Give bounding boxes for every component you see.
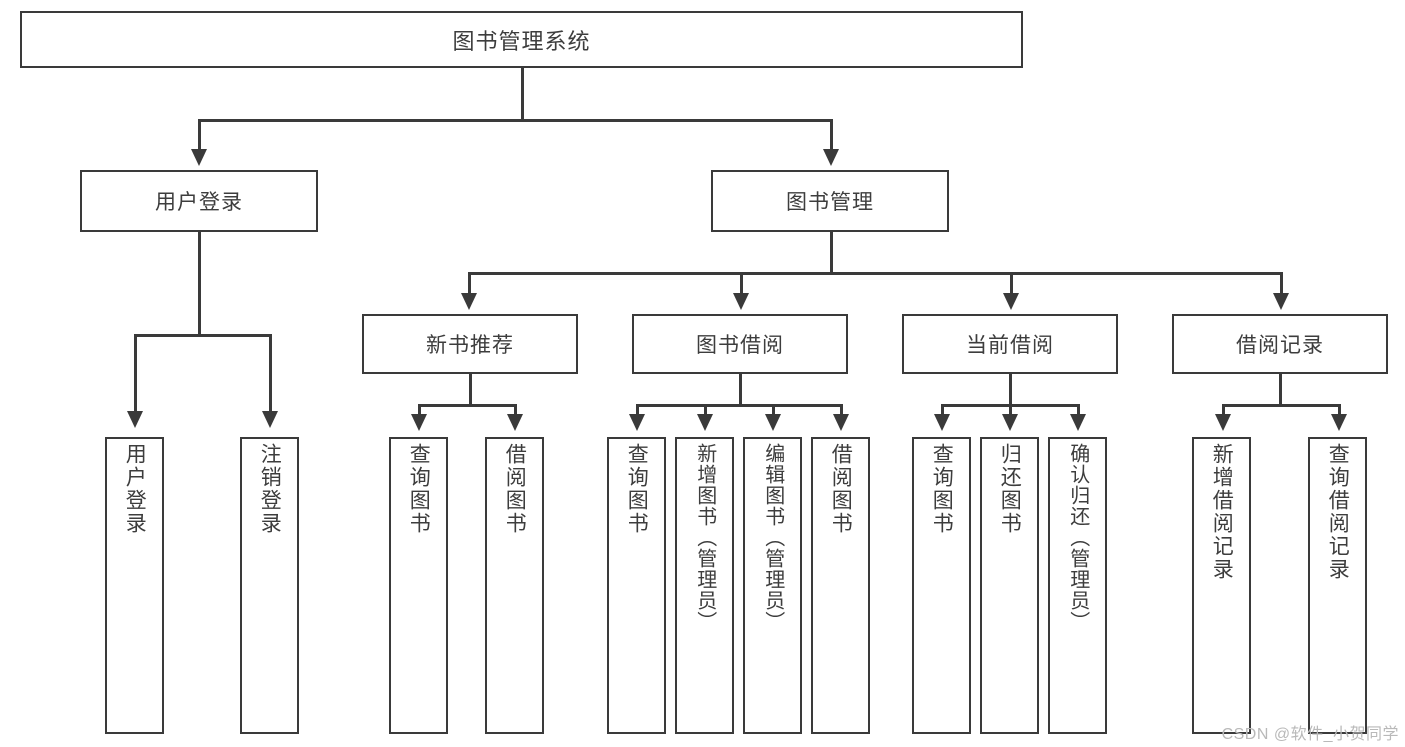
- leaf-current-borrow-query-book[interactable]: 查询图书: [912, 437, 971, 734]
- leaf-new-book-recommend-borrow-book[interactable]: 借阅图书: [485, 437, 544, 734]
- arrowhead-bm-to-borrow-record: [1273, 293, 1289, 310]
- leaf-label: 确认归还（管理员）: [1066, 443, 1089, 632]
- connector-br-stem: [1279, 374, 1282, 406]
- connector-bb-branch-4: [840, 404, 843, 416]
- node-current-borrow[interactable]: 当前借阅: [902, 314, 1118, 374]
- connector-bm-branch-1: [468, 272, 471, 295]
- connector-book-management-bus: [468, 272, 1280, 275]
- leaf-label: 借阅图书: [829, 443, 853, 535]
- connector-bb-branch-1: [636, 404, 639, 416]
- arrowhead-bm-to-new-book-recommend: [461, 293, 477, 310]
- connector-root-stem: [521, 68, 524, 121]
- watermark-text: CSDN @软件_小贺同学: [1221, 726, 1399, 743]
- arrowhead-bb-leaf-2: [697, 414, 713, 431]
- leaf-borrow-record-add-record[interactable]: 新增借阅记录: [1192, 437, 1251, 734]
- leaf-label: 用户登录: [123, 443, 147, 535]
- node-book-management[interactable]: 图书管理: [711, 170, 949, 232]
- arrowhead-bb-leaf-4: [833, 414, 849, 431]
- connector-root-to-user-login: [198, 119, 201, 151]
- connector-cb-branch-1: [941, 404, 944, 416]
- connector-bm-branch-2: [740, 272, 743, 295]
- leaf-user-login-user-login[interactable]: 用户登录: [105, 437, 164, 734]
- leaf-book-borrow-edit-book-admin[interactable]: 编辑图书（管理员）: [743, 437, 802, 734]
- connector-br-bus: [1222, 404, 1338, 407]
- leaf-book-borrow-borrow-book[interactable]: 借阅图书: [811, 437, 870, 734]
- leaf-label: 注销登录: [258, 443, 282, 535]
- arrowhead-cb-leaf-1: [934, 414, 950, 431]
- arrowhead-root-to-user-login: [191, 149, 207, 166]
- node-label: 图书借阅: [696, 334, 784, 357]
- connector-root-to-book-management: [830, 119, 833, 151]
- arrowhead-cb-leaf-2: [1002, 414, 1018, 431]
- leaf-current-borrow-return-book[interactable]: 归还图书: [980, 437, 1039, 734]
- leaf-user-login-logout[interactable]: 注销登录: [240, 437, 299, 734]
- node-root-book-management-system[interactable]: 图书管理系统: [20, 11, 1023, 68]
- connector-nbr-stem: [469, 374, 472, 406]
- leaf-label: 归还图书: [998, 443, 1022, 535]
- connector-bb-branch-3: [772, 404, 775, 416]
- connector-nbr-branch-1: [418, 404, 421, 416]
- connector-book-management-stem: [830, 232, 833, 274]
- arrowhead-nbr-leaf-1: [411, 414, 427, 431]
- leaf-label: 新增图书（管理员）: [693, 443, 716, 632]
- node-label: 图书管理: [786, 191, 874, 214]
- leaf-label: 查询借阅记录: [1326, 443, 1350, 581]
- connector-cb-stem: [1009, 374, 1012, 406]
- leaf-label: 编辑图书（管理员）: [761, 443, 784, 632]
- connector-bb-bus: [636, 404, 842, 407]
- connector-user-login-branch-1: [134, 334, 137, 413]
- node-borrow-record[interactable]: 借阅记录: [1172, 314, 1388, 374]
- arrowhead-user-login-leaf-1: [127, 411, 143, 428]
- leaf-label: 查询图书: [625, 443, 649, 535]
- node-user-login[interactable]: 用户登录: [80, 170, 318, 232]
- arrowhead-nbr-leaf-2: [507, 414, 523, 431]
- leaf-label: 查询图书: [930, 443, 954, 535]
- connector-bb-branch-2: [704, 404, 707, 416]
- arrowhead-user-login-leaf-2: [262, 411, 278, 428]
- node-book-borrow[interactable]: 图书借阅: [632, 314, 848, 374]
- arrowhead-br-leaf-1: [1215, 414, 1231, 431]
- arrowhead-root-to-book-management: [823, 149, 839, 166]
- connector-br-branch-1: [1222, 404, 1225, 416]
- connector-cb-branch-3: [1077, 404, 1080, 416]
- arrowhead-bm-to-current-borrow: [1003, 293, 1019, 310]
- node-label: 用户登录: [155, 191, 243, 214]
- connector-cb-branch-2: [1009, 404, 1012, 416]
- node-label: 新书推荐: [426, 334, 514, 357]
- connector-nbr-bus: [418, 404, 516, 407]
- node-label: 图书管理系统: [452, 28, 591, 54]
- arrowhead-cb-leaf-3: [1070, 414, 1086, 431]
- connector-bb-stem: [739, 374, 742, 406]
- arrowhead-br-leaf-2: [1331, 414, 1347, 431]
- node-new-book-recommend[interactable]: 新书推荐: [362, 314, 578, 374]
- leaf-label: 查询图书: [407, 443, 431, 535]
- leaf-book-borrow-add-book-admin[interactable]: 新增图书（管理员）: [675, 437, 734, 734]
- leaf-label: 借阅图书: [503, 443, 527, 535]
- connector-br-branch-2: [1338, 404, 1341, 416]
- node-label: 当前借阅: [966, 334, 1054, 357]
- connector-user-login-branch-2: [269, 334, 272, 413]
- leaf-current-borrow-confirm-return-admin[interactable]: 确认归还（管理员）: [1048, 437, 1107, 734]
- connector-user-login-stem: [198, 232, 201, 336]
- arrowhead-bm-to-book-borrow: [733, 293, 749, 310]
- connector-user-login-bus: [134, 334, 271, 337]
- connector-bm-branch-3: [1010, 272, 1013, 295]
- leaf-new-book-recommend-query-book[interactable]: 查询图书: [389, 437, 448, 734]
- arrowhead-bb-leaf-3: [765, 414, 781, 431]
- leaf-borrow-record-query-record[interactable]: 查询借阅记录: [1308, 437, 1367, 734]
- connector-bm-branch-4: [1280, 272, 1283, 295]
- connector-nbr-branch-2: [514, 404, 517, 416]
- connector-root-bus: [198, 119, 832, 122]
- leaf-label: 新增借阅记录: [1210, 443, 1234, 581]
- leaf-book-borrow-query-book[interactable]: 查询图书: [607, 437, 666, 734]
- node-label: 借阅记录: [1236, 334, 1324, 357]
- arrowhead-bb-leaf-1: [629, 414, 645, 431]
